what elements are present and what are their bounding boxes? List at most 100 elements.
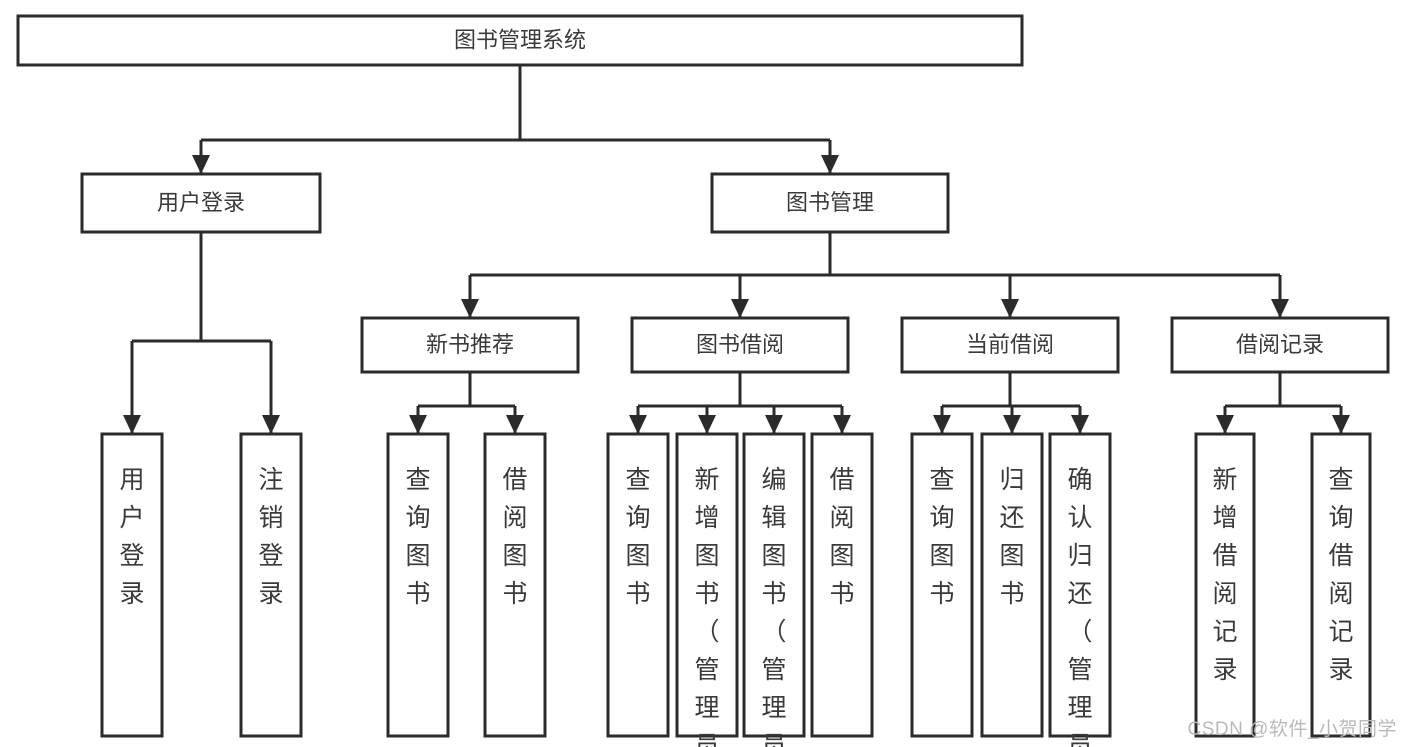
node-注销登录-leaf-1[interactable]: 注销登录注销登录 [239, 432, 303, 738]
node-新增借阅记录-leaf-11-label-char: 借 [1212, 542, 1237, 570]
edge-new-book-arrow-1 [506, 415, 524, 434]
node-借阅图书-leaf-3[interactable]: 借阅图书借阅图书 [483, 432, 547, 738]
node-归还图书-leaf-9-box[interactable] [980, 432, 1044, 738]
edge-borrow-arrow-0 [629, 415, 647, 434]
node-查询图书-leaf-2-label-char: 书 [405, 580, 430, 608]
node-查询图书-leaf-4[interactable]: 查询图书查询图书 [606, 432, 670, 738]
node-查询借阅记录-leaf-12-label-char: 借 [1328, 542, 1353, 570]
node-查询借阅记录-leaf-12[interactable]: 查询借阅记录查询借阅记录 [1310, 432, 1372, 738]
node-图书管理-l2-1-box[interactable] [710, 172, 950, 234]
node-编辑图书管理员-leaf-6-label-char: 编 [761, 466, 786, 494]
node-新增图书管理员-leaf-5-label-char: 理 [694, 694, 719, 722]
connector-layer [123, 65, 1350, 434]
node-新增图书管理员-leaf-5-label-char: 员 [694, 732, 719, 747]
node-归还图书-leaf-9[interactable]: 归还图书归还图书 [980, 432, 1044, 738]
node-注销登录-leaf-1-box[interactable] [239, 432, 303, 738]
edge-root-arrow-1 [821, 155, 839, 174]
node-用户登录-l2-0[interactable]: 用户登录 [80, 172, 322, 234]
node-查询借阅记录-leaf-12-box[interactable] [1310, 432, 1372, 738]
node-当前借阅-l3-2[interactable]: 当前借阅 [900, 316, 1120, 374]
node-查询借阅记录-leaf-12-label-char: 录 [1328, 656, 1353, 684]
node-图书借阅-l3-1-box[interactable] [630, 316, 850, 374]
node-查询图书-leaf-8-label-char: 查 [929, 466, 954, 494]
node-新增借阅记录-leaf-11-label-char: 新 [1212, 466, 1237, 494]
node-用户登录-leaf-0[interactable]: 用户登录用户登录 [100, 432, 164, 738]
node-用户登录-leaf-0-box[interactable] [100, 432, 164, 738]
node-确认归还管理员-leaf-10-label-char: 认 [1067, 504, 1092, 532]
node-注销登录-leaf-1-label-char: 销 [258, 504, 283, 532]
node-图书管理-l2-1[interactable]: 图书管理 [710, 172, 950, 234]
edge-current-arrow-2 [1071, 415, 1089, 434]
node-查询图书-leaf-2[interactable]: 查询图书查询图书 [386, 432, 450, 738]
node-新增借阅记录-leaf-11-label-char: 增 [1212, 504, 1237, 532]
node-当前借阅-l3-2-box[interactable] [900, 316, 1120, 374]
node-root-system-label: 图书管理系统 [454, 27, 586, 52]
node-确认归还管理员-leaf-10-box[interactable] [1048, 432, 1112, 738]
edge-borrow-arrow-3 [833, 415, 851, 434]
node-新增借阅记录-leaf-11[interactable]: 新增借阅记录新增借阅记录 [1194, 432, 1256, 738]
edge-root-arrow-0 [192, 155, 210, 174]
node-新增借阅记录-leaf-11-label-char: 记 [1212, 618, 1237, 646]
node-借阅记录-l3-3[interactable]: 借阅记录 [1170, 316, 1390, 374]
node-查询图书-leaf-4-label-char: 图 [625, 542, 650, 570]
node-layer: 图书管理系统用户登录图书管理新书推荐图书借阅当前借阅借阅记录用户登录用户登录注销… [16, 14, 1390, 747]
edge-book-mgmt-arrow-0 [461, 299, 479, 318]
node-新书推荐-l3-0-box[interactable] [360, 316, 580, 374]
node-借阅图书-leaf-7-label-char: 书 [829, 580, 854, 608]
node-root-system[interactable]: 图书管理系统 [16, 14, 1024, 67]
node-确认归还管理员-leaf-10-label-char: 管 [1067, 656, 1092, 684]
node-归还图书-leaf-9-label-char: 图 [999, 542, 1024, 570]
node-用户登录-l2-0-box[interactable] [80, 172, 322, 234]
node-借阅图书-leaf-7-box[interactable] [810, 432, 874, 738]
node-新增借阅记录-leaf-11-label-char: 录 [1212, 656, 1237, 684]
node-查询图书-leaf-4-label-char: 询 [625, 504, 650, 532]
node-确认归还管理员-leaf-10-label-char: 还 [1067, 580, 1092, 608]
node-新增图书管理员-leaf-5-label-char: 管 [694, 656, 719, 684]
node-编辑图书管理员-leaf-6-box[interactable] [742, 432, 806, 738]
node-归还图书-leaf-9-label-char: 书 [999, 580, 1024, 608]
node-编辑图书管理员-leaf-6-label-char: （ [761, 618, 786, 646]
node-查询借阅记录-leaf-12-label-char: 询 [1328, 504, 1353, 532]
node-查询图书-leaf-4-label-char: 查 [625, 466, 650, 494]
node-编辑图书管理员-leaf-6-label-char: 图 [761, 542, 786, 570]
node-查询图书-leaf-8-label-char: 图 [929, 542, 954, 570]
node-确认归还管理员-leaf-10-label-char: 员 [1067, 732, 1092, 747]
node-新增图书管理员-leaf-5-label-char: （ [694, 618, 719, 646]
node-用户登录-leaf-0-label-char: 登 [119, 542, 144, 570]
node-图书借阅-l3-1[interactable]: 图书借阅 [630, 316, 850, 374]
node-新增图书管理员-leaf-5-box[interactable] [675, 432, 739, 738]
node-查询图书-leaf-8[interactable]: 查询图书查询图书 [910, 432, 974, 738]
node-借阅记录-l3-3-box[interactable] [1170, 316, 1390, 374]
node-查询图书-leaf-2-label-char: 询 [405, 504, 430, 532]
node-用户登录-leaf-0-label-char: 用 [119, 466, 144, 494]
edge-book-mgmt-arrow-2 [1001, 299, 1019, 318]
node-图书管理-l2-1-label: 图书管理 [786, 190, 874, 215]
node-新书推荐-l3-0-label: 新书推荐 [426, 332, 514, 357]
node-查询图书-leaf-8-box[interactable] [910, 432, 974, 738]
node-用户登录-l2-0-label: 用户登录 [157, 190, 245, 215]
node-新增借阅记录-leaf-11-box[interactable] [1194, 432, 1256, 738]
node-新增图书管理员-leaf-5-label-char: 书 [694, 580, 719, 608]
node-借阅图书-leaf-3-label-char: 图 [502, 542, 527, 570]
node-查询图书-leaf-2-box[interactable] [386, 432, 450, 738]
node-新书推荐-l3-0[interactable]: 新书推荐 [360, 316, 580, 374]
node-借阅图书-leaf-3-box[interactable] [483, 432, 547, 738]
node-root-system-box[interactable] [16, 14, 1024, 67]
node-确认归还管理员-leaf-10-label-char: 归 [1067, 542, 1092, 570]
node-新增图书管理员-leaf-5-label-char: 图 [694, 542, 719, 570]
node-查询图书-leaf-4-box[interactable] [606, 432, 670, 738]
node-借阅图书-leaf-7-label-char: 图 [829, 542, 854, 570]
node-用户登录-leaf-0-label-char: 录 [119, 580, 144, 608]
node-借阅图书-leaf-3-label-char: 阅 [502, 504, 527, 532]
node-借阅图书-leaf-3-label-char: 借 [502, 466, 527, 494]
node-借阅图书-leaf-7[interactable]: 借阅图书借阅图书 [810, 432, 874, 738]
node-查询图书-leaf-8-label-char: 询 [929, 504, 954, 532]
edge-current-arrow-0 [933, 415, 951, 434]
node-注销登录-leaf-1-label-char: 录 [258, 580, 283, 608]
edge-book-mgmt-arrow-1 [731, 299, 749, 318]
